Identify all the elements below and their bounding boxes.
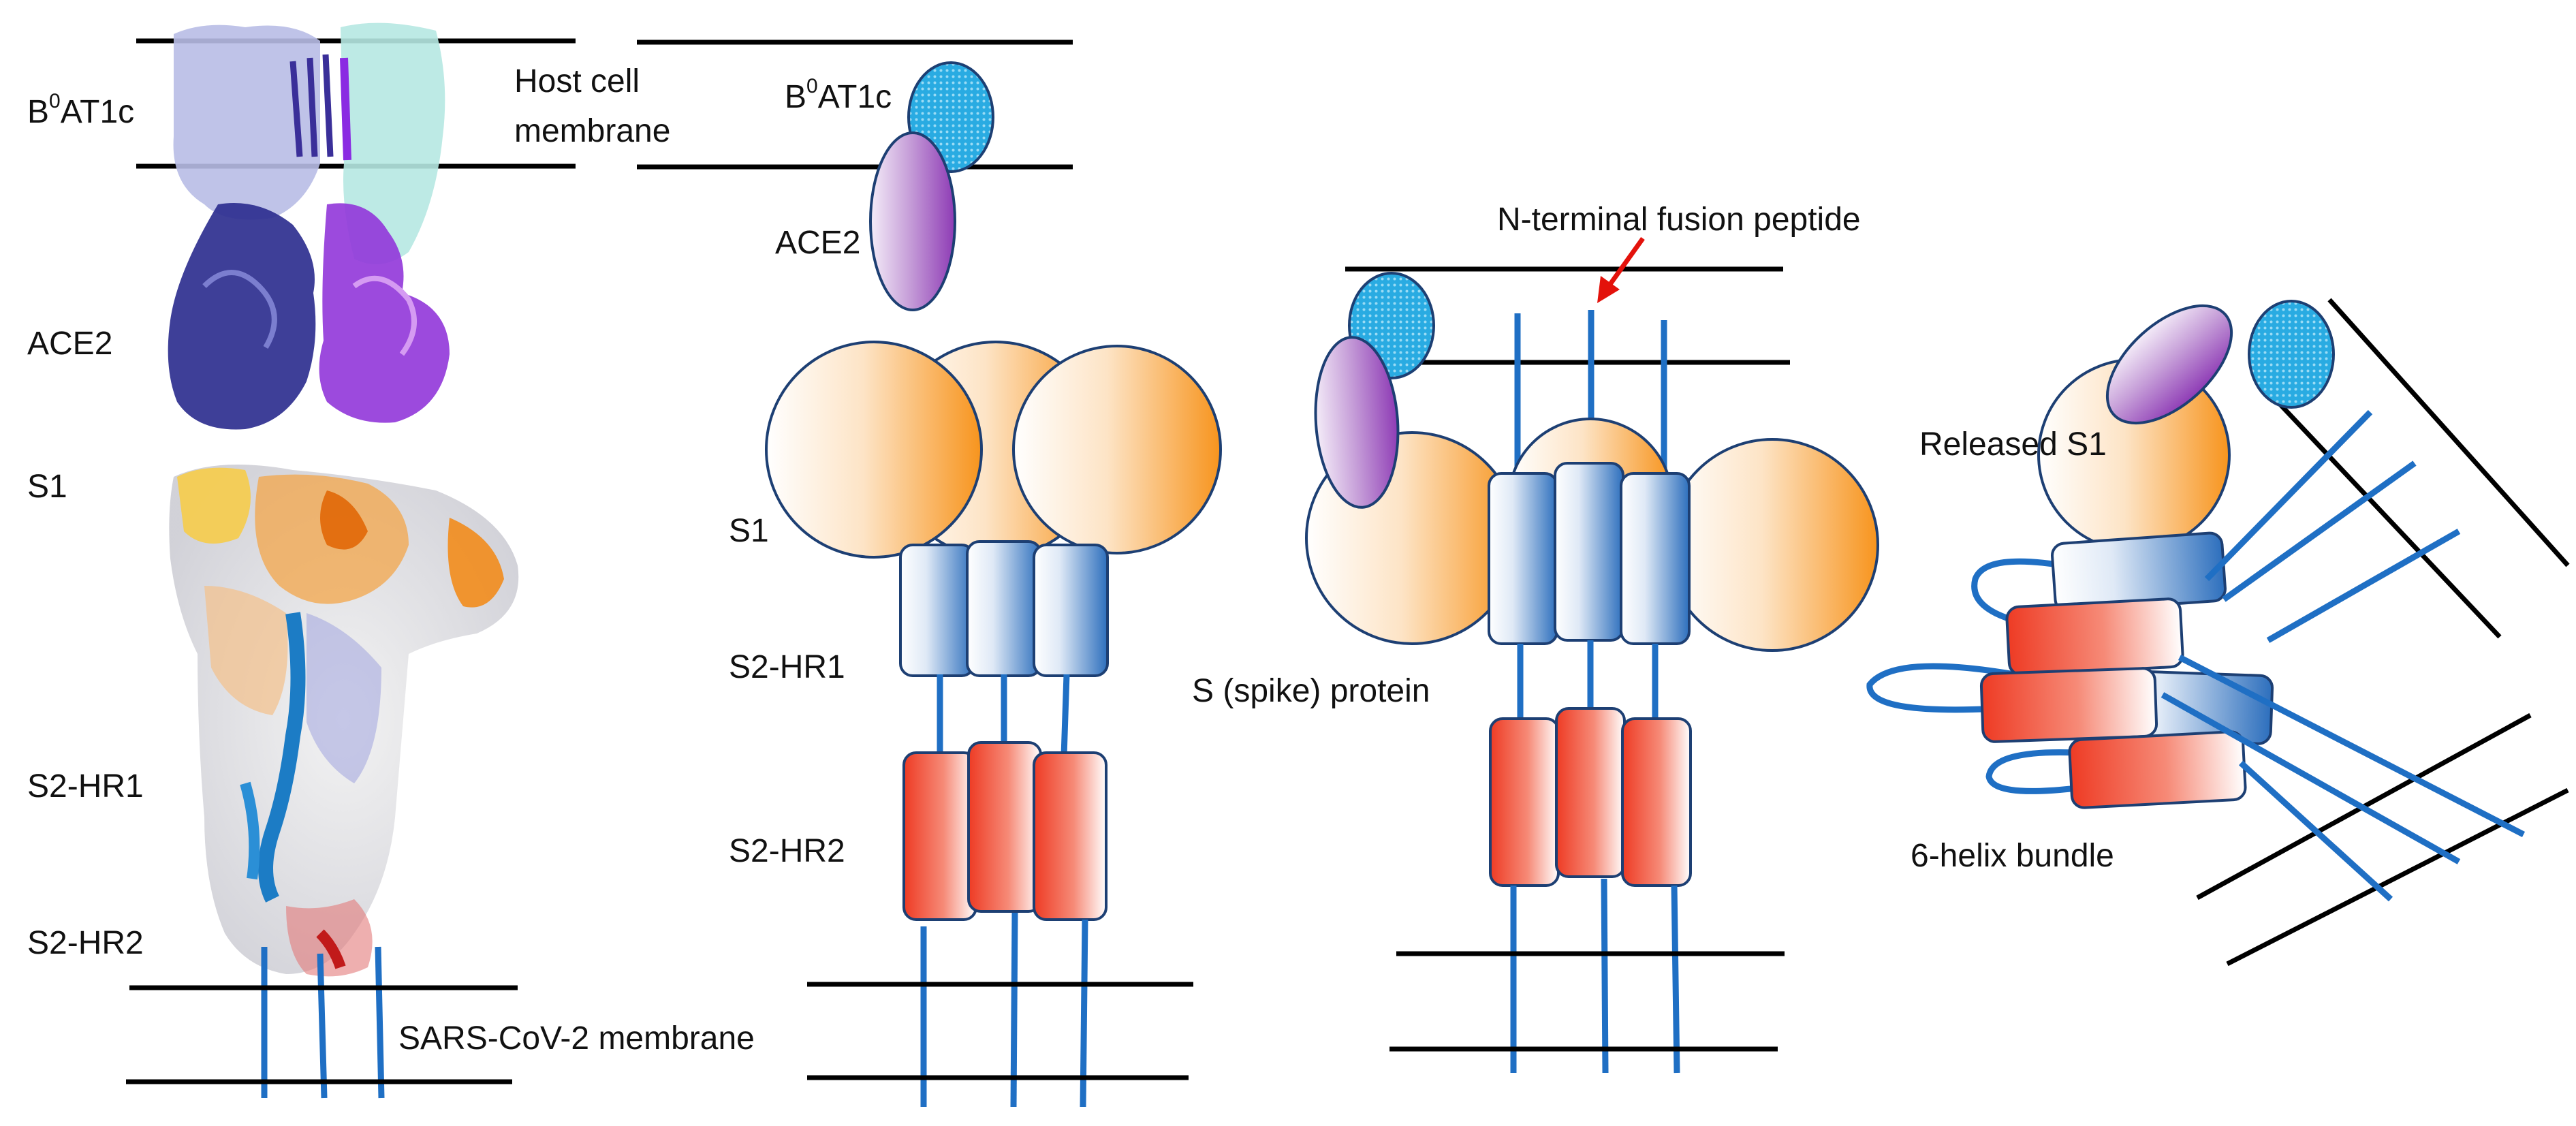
bundle-chains-to-virus (2161, 654, 2526, 902)
virus-membrane-panel1 (126, 985, 518, 1084)
s2-hr2-cylinders-panel3 (1489, 707, 1692, 887)
ace2-structure (168, 203, 450, 430)
s1-head-right-panel3 (1665, 438, 1879, 652)
bundle-loops (1866, 558, 2078, 794)
spike-structure (169, 465, 519, 977)
s2-hr1-cylinders-panel2 (899, 540, 1109, 677)
label-fusion-peptide: N-terminal fusion peptide (1497, 202, 1861, 238)
label-spike-protein: S (spike) protein (1192, 673, 1430, 709)
bundle-chains-to-host (2204, 409, 2461, 643)
label-b0at1c-panel1: B0AT1c (27, 90, 134, 130)
label-s1-panel1: S1 (27, 469, 67, 505)
s1-head-left (765, 341, 983, 559)
label-s2-hr2-panel1: S2-HR2 (27, 925, 144, 961)
label-host-membrane-line1: Host cell (514, 63, 640, 99)
virus-membrane-panel3 (1389, 951, 1785, 1052)
virus-membrane-panel4 (2196, 713, 2569, 967)
s1-heads-panel2 (765, 341, 1222, 559)
ace2-shape-panel3 (1314, 336, 1400, 509)
label-s2-hr1-panel1: S2-HR1 (27, 768, 144, 804)
s2-hr1-cylinders-panel3 (1488, 462, 1691, 645)
label-s2-hr1-panel2: S2-HR1 (729, 649, 845, 685)
host-membrane-panel2 (637, 40, 1073, 170)
label-s1-panel2: S1 (729, 513, 769, 549)
label-host-membrane-line2: membrane (514, 113, 670, 149)
label-six-helix-bundle: 6-helix bundle (1911, 838, 2114, 874)
ace2-shape-panel2 (869, 131, 956, 311)
chains-hr2-membrane-panel3 (1510, 878, 1680, 1074)
s2-hr2-cylinders-panel2 (902, 741, 1108, 921)
panel-postfusion: Released S1 6-helix bundle (1866, 298, 2570, 967)
label-b0at1c-panel2: B0AT1c (785, 75, 892, 115)
chains-hr1-hr2-panel3 (1517, 640, 1659, 722)
label-ace2-panel2: ACE2 (775, 225, 860, 261)
b0at1c-structure (173, 22, 445, 265)
bundle-helices-red (1979, 597, 2247, 809)
label-released-s1: Released S1 (1919, 426, 2107, 463)
panel-structure-model: B0AT1c ACE2 S1 S2-HR1 S2-HR2 Host cell m… (27, 22, 755, 1099)
host-membrane-panel3 (1345, 266, 1790, 365)
label-s2-hr2-panel2: S2-HR2 (729, 833, 845, 869)
b0at1c-shape-panel4 (2248, 300, 2335, 409)
ace2-shape-panel4 (2105, 304, 2233, 425)
label-virus-membrane: SARS-CoV-2 membrane (398, 1020, 755, 1057)
host-membrane-panel4 (2266, 298, 2570, 639)
s1-head-right (1012, 345, 1222, 554)
panel-prefusion: B0AT1c ACE2 (637, 40, 1222, 1108)
label-ace2-panel1: ACE2 (27, 326, 112, 362)
stalk-chains-panel1 (261, 946, 385, 1099)
chains-hr1-hr2-panel2 (937, 674, 1070, 757)
fusion-peptide-arrow (1597, 236, 1645, 303)
virus-membrane-panel2 (807, 982, 1193, 1080)
panel-fusion-insertion: N-terminal fusion peptide (1192, 202, 1879, 1074)
